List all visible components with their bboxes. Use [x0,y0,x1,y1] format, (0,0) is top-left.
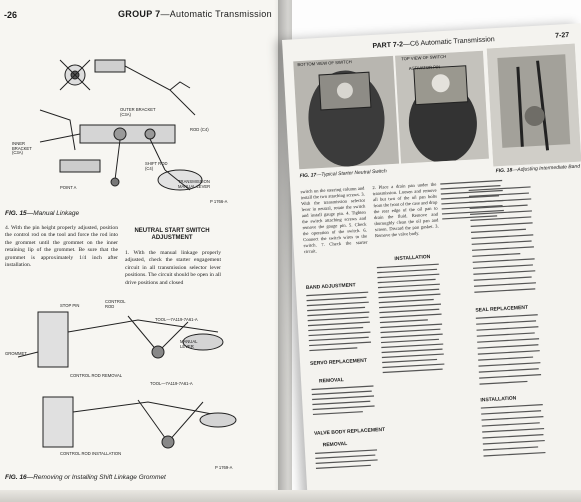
left-page-number: -26 [4,10,18,20]
callout-shift-rod: SHIFT ROD (C4) [145,161,168,171]
fig16-caption-text: —Removing or Installing Shift Linkage Gr… [26,474,166,481]
callout-control-rod-installation: CONTROL ROD INSTALLATION [60,451,122,456]
callout-point-a: POINT A [60,185,77,190]
header-title: —Automatic Transmission [160,9,272,19]
right-page: PART 7-2—C6 Automatic Transmission 7-27 … [282,23,581,502]
book-spine-shadow [278,0,288,502]
right-page-text-lines [306,179,546,469]
neutral-start-paragraph: 1. With the manual linkage properly adju… [125,250,221,286]
callout-manual-lever-2: MANUAL LEVER [180,339,198,349]
callout-inner-bracket: INNER BRACKET (C3A) [12,141,32,156]
fig17-photo-top-view [395,50,489,164]
book-bottom-edge [0,490,581,502]
fig15-linkage-illustration [39,59,203,191]
fig16-caption-num: FIG. 16 [5,474,27,481]
fig15-caption-text: —Manual Linkage [26,210,80,217]
neutral-start-switch-heading: NEUTRAL START SWITCH ADJUSTMENT [134,228,210,242]
fig17-photo-bottom-view [293,55,400,170]
paragraph-4: 4. With the pin height properly adjusted… [5,225,118,268]
callout-outer-bracket: OUTER BRACKET (C3A) [120,107,156,117]
callout-control-rod: CONTROL ROD [105,299,126,309]
fig18-photo [486,43,581,167]
fig15-caption-num: FIG. 15 [5,210,27,217]
fig15-code: P 1766-A [210,199,228,204]
fig15-caption: FIG. 15—Manual Linkage [5,210,79,217]
callout-rod: ROD (C4) [190,127,209,132]
left-page-header: GROUP 7—Automatic Transmission [118,9,272,19]
fig16-grommet-illustration [18,311,237,449]
callout-manual-lever: TRANSMISSION MANUAL LEVER [178,179,211,189]
callout-control-rod-removal: CONTROL ROD REMOVAL [70,373,123,378]
left-page: -26 GROUP 7—Automatic Transmission [0,0,292,502]
fig16-caption: FIG. 16—Removing or Installing Shift Lin… [5,474,166,481]
callout-grommet: GROMMET [5,351,27,356]
header-group: GROUP 7 [118,9,161,19]
callout-stop-pin: STOP PIN [60,303,80,308]
callout-tool-1: TOOL—7A119-7A61-A [155,317,198,322]
fig16-code: P 1769-A [215,465,233,470]
callout-tool-2: TOOL—7A119-7A61-A [150,381,193,386]
